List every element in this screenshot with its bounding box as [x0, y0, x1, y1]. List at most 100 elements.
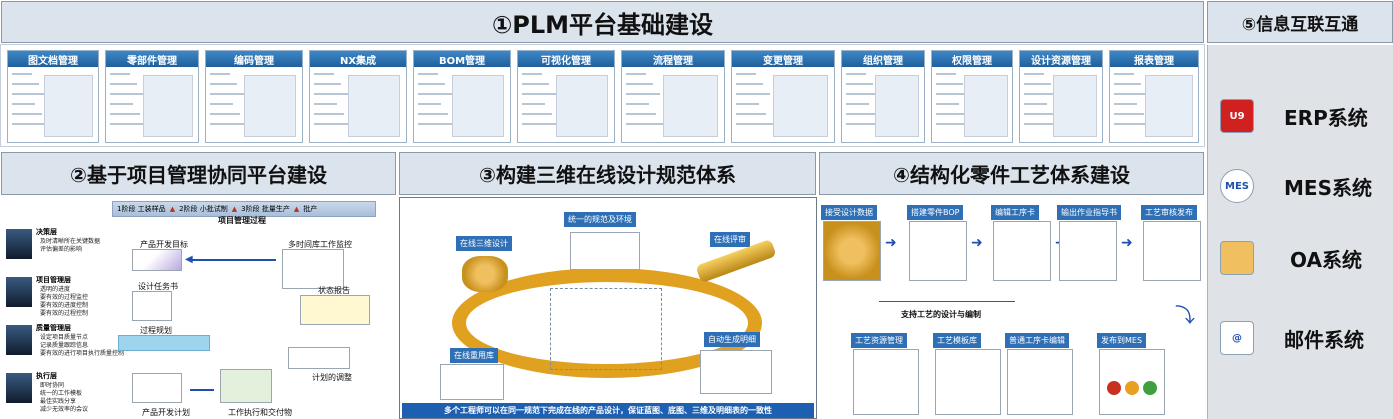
process-bottom-label: 工艺资源管理: [851, 333, 907, 348]
module-text-line: [418, 73, 438, 75]
plm-module-title: 组织管理: [842, 51, 924, 67]
module-text-line: [1024, 123, 1061, 125]
module-text-line: [110, 73, 130, 75]
role-item: 要有效的过程监控: [40, 294, 89, 301]
plm-module-5: BOM管理: [413, 50, 511, 143]
role-name: 决策层: [36, 228, 57, 236]
process-step-label: 接受设计数据: [821, 205, 877, 220]
auto-bom: [700, 350, 772, 394]
module-text-line: [736, 93, 770, 95]
process-step-label: 工艺审核发布: [1141, 205, 1197, 220]
project-panel: 1阶段 工装样品 ▲ 2阶段 小批试制 ▲ 3阶段 批量生产 ▲ 批产 项目管理…: [0, 197, 397, 419]
module-text-line: [110, 103, 133, 105]
module-screenshot: [556, 75, 609, 137]
label-adjust: 计划的调整: [312, 373, 352, 382]
module-text-line: [626, 123, 663, 125]
process-bottom-label: 普通工序卡编辑: [1005, 333, 1069, 348]
role-group: 执行层即时协同统一的工作模板最佳实践分享减少无效率的会议: [6, 371, 106, 415]
module-text-line: [12, 123, 49, 125]
system-label: MES系统: [1284, 175, 1372, 200]
status-light-icon: [1143, 381, 1157, 395]
plm-module-7: 流程管理: [621, 50, 725, 143]
module-text-line: [846, 73, 866, 75]
role-item: 记录质量跟踪信息: [40, 342, 89, 349]
u9-icon: U9: [1220, 99, 1254, 133]
module-screenshot: [874, 75, 920, 137]
module-text-line: [936, 113, 966, 115]
role-item: 要有效的过程控制: [40, 310, 89, 317]
module-text-line: [110, 123, 147, 125]
phase-2: 2阶段 小批试制: [179, 205, 228, 213]
module-text-line: [936, 103, 959, 105]
module-text-line: [12, 113, 42, 115]
mes-icon: MES: [1220, 169, 1254, 203]
role-item: 要有效的进度控制: [40, 302, 89, 309]
module-text-line: [626, 83, 653, 85]
system-icon-text: MES: [1225, 180, 1249, 192]
system-item: OA系统: [1212, 238, 1393, 278]
label-monitor: 多时间库工作监控: [288, 240, 352, 249]
module-text-line: [846, 123, 883, 125]
process-bottom-label: 工艺模板库: [933, 333, 981, 348]
module-text-line: [314, 73, 334, 75]
plm-module-title: NX集成: [310, 51, 406, 67]
module-text-line: [210, 83, 237, 85]
module-text-line: [1114, 113, 1144, 115]
label-goal: 产品开发目标: [140, 240, 188, 249]
module-text-line: [110, 83, 137, 85]
module-text-line: [626, 103, 649, 105]
module-text-line: [418, 103, 441, 105]
role-group: 决策层及时清晰所在关键数据评估偏差的影响: [6, 227, 106, 271]
plm-module-8: 变更管理: [731, 50, 835, 143]
phase-4: 批产: [303, 205, 318, 213]
phase-marker-icon: ▲: [169, 205, 176, 213]
system-item: MES MES系统: [1212, 166, 1393, 206]
plm-header: ①PLM平台基础建设: [1, 1, 1204, 43]
module-text-line: [1024, 73, 1044, 75]
monitor-chart: [282, 249, 344, 289]
role-item: 统一的工作模板: [40, 390, 83, 397]
module-text-line: [418, 93, 452, 95]
role-item: 即时协同: [40, 382, 65, 389]
status-report: [300, 295, 370, 325]
person-photo-icon: [6, 229, 32, 259]
module-text-line: [846, 83, 873, 85]
plm-module-10: 权限管理: [931, 50, 1013, 143]
module-text-line: [110, 93, 144, 95]
system-icon-text: U9: [1229, 110, 1245, 122]
role-list: 决策层及时清晰所在关键数据评估偏差的影响项目管理层透明的进度要有效的过程监控要有…: [6, 227, 124, 417]
plm-module-title: 权限管理: [932, 51, 1012, 67]
goal-chart: [132, 249, 182, 271]
module-text-line: [736, 123, 773, 125]
role-item: 要有效的进行项目执行质量控制: [40, 350, 125, 357]
plan-bar: [118, 335, 210, 351]
plm-module-2: 零部件管理: [105, 50, 199, 143]
process-step-screen: [823, 221, 881, 281]
process-steps: 接受设计数据➜搭建零件BOP➜编辑工序卡➜输出作业指导书➜工艺审核发布: [819, 197, 1205, 287]
module-text-line: [1024, 83, 1051, 85]
module-text-line: [314, 123, 351, 125]
module-text-line: [626, 113, 656, 115]
reuse-library: [440, 364, 504, 400]
design-panel: 统一的规范及环境 在线三维设计 在线评审 在线重用库 自动生成明细 多个工程师可…: [399, 197, 817, 419]
project-center-title: 项目管理过程: [218, 216, 266, 225]
process-bottom-screen: [1007, 349, 1073, 415]
process-panel: 接受设计数据➜搭建零件BOP➜编辑工序卡➜输出作业指导书➜工艺审核发布 支持工艺…: [819, 197, 1205, 419]
phase-marker-icon: ▲: [293, 205, 300, 213]
plm-module-title: 编码管理: [206, 51, 302, 67]
module-screenshot: [662, 75, 718, 137]
role-item: 最佳实践分享: [40, 398, 77, 405]
system-label: ERP系统: [1284, 105, 1368, 130]
module-screenshot: [1052, 75, 1098, 137]
module-text-line: [210, 123, 247, 125]
arrow-right-icon: ➜: [971, 235, 983, 251]
module-text-line: [522, 123, 559, 125]
plm-module-title: 流程管理: [622, 51, 724, 67]
design-left-label: 在线三维设计: [456, 236, 512, 251]
module-screenshot: [452, 75, 505, 137]
plm-module-11: 设计资源管理: [1019, 50, 1103, 143]
module-text-line: [736, 113, 766, 115]
process-step-label: 编辑工序卡: [991, 205, 1039, 220]
gear-part-icon: [462, 256, 508, 292]
process-step-label: 输出作业指导书: [1057, 205, 1121, 220]
